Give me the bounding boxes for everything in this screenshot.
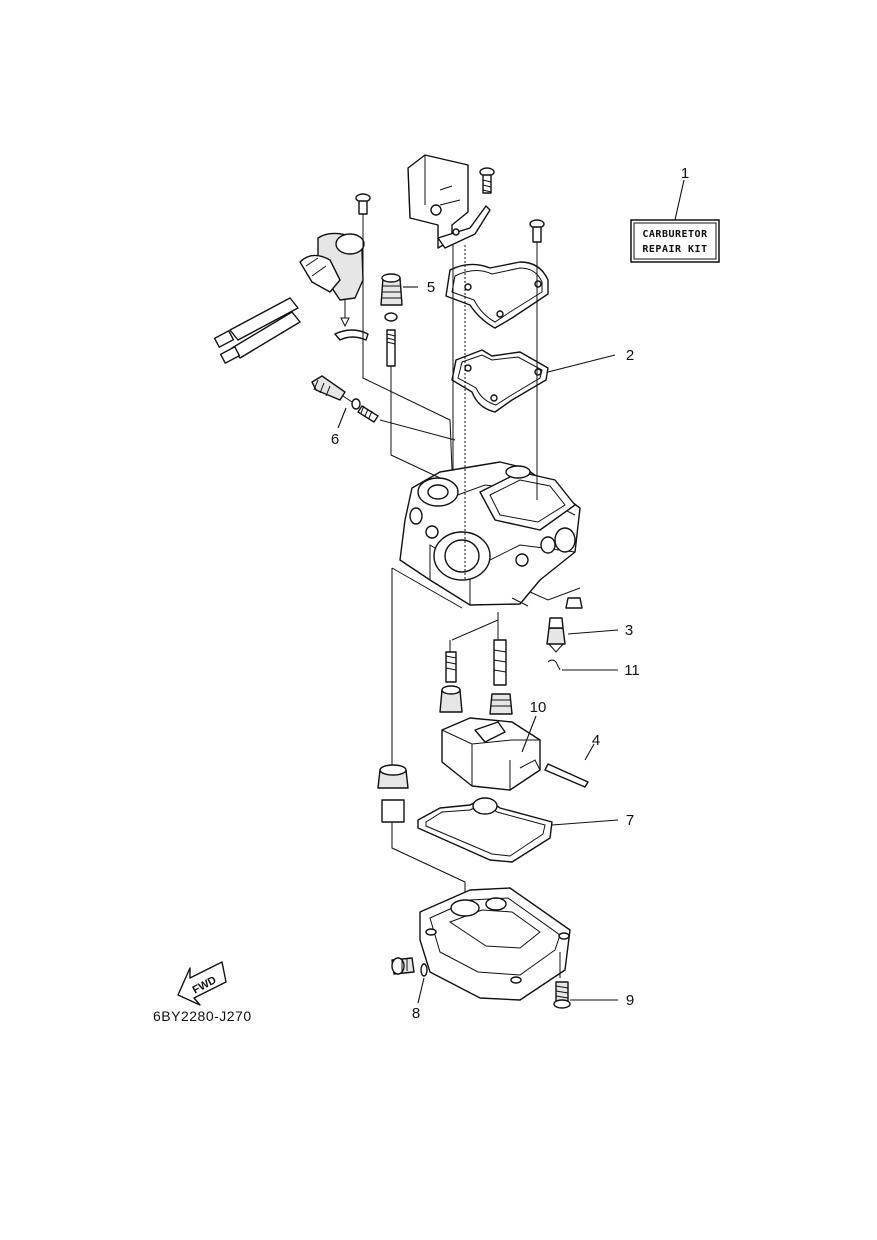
callouts: 1 2 3 4 5 6 7 8 9 10 11 [331,165,689,1022]
float-pin [544,763,589,788]
bracket-screw [479,167,495,194]
top-bracket [407,154,491,249]
callout-5: 5 [427,279,435,296]
callout-2: 2 [626,347,634,364]
throttle-stop-screw [311,375,379,423]
kit-label-line1: CARBURETOR [642,229,708,240]
callout-3: 3 [625,622,633,639]
part-code: 6BY2280-J270 [153,1008,252,1024]
carburetor-body [399,461,581,606]
main-jet-parts [391,567,513,770]
chamber-screw [553,981,571,1009]
assembly-lines-top [362,214,538,580]
needle-valve [511,587,583,671]
callout-1: 1 [681,165,689,182]
drain-screw [391,957,428,977]
carburetor-repair-kit-box: CARBURETOR REPAIR KIT [630,219,720,263]
seal-and-spring [377,764,409,823]
cover-gasket [451,349,549,413]
callout-11: 11 [624,662,640,679]
callout-9: 9 [626,992,634,1009]
leader-lines [337,179,685,1004]
callout-4: 4 [592,732,600,749]
callout-6: 6 [331,431,339,448]
callout-7: 7 [626,812,634,829]
choke-solenoid [213,193,371,364]
float-chamber [391,822,571,1001]
float [441,717,541,791]
callout-10: 10 [530,699,547,716]
kit-label-line2: REPAIR KIT [642,244,707,255]
fwd-arrow-icon: FWD [177,961,227,1006]
float-chamber-gasket [417,797,553,863]
pilot-jet-assembly [380,273,403,367]
top-cover-plate [445,219,549,329]
callout-8: 8 [412,1005,420,1022]
